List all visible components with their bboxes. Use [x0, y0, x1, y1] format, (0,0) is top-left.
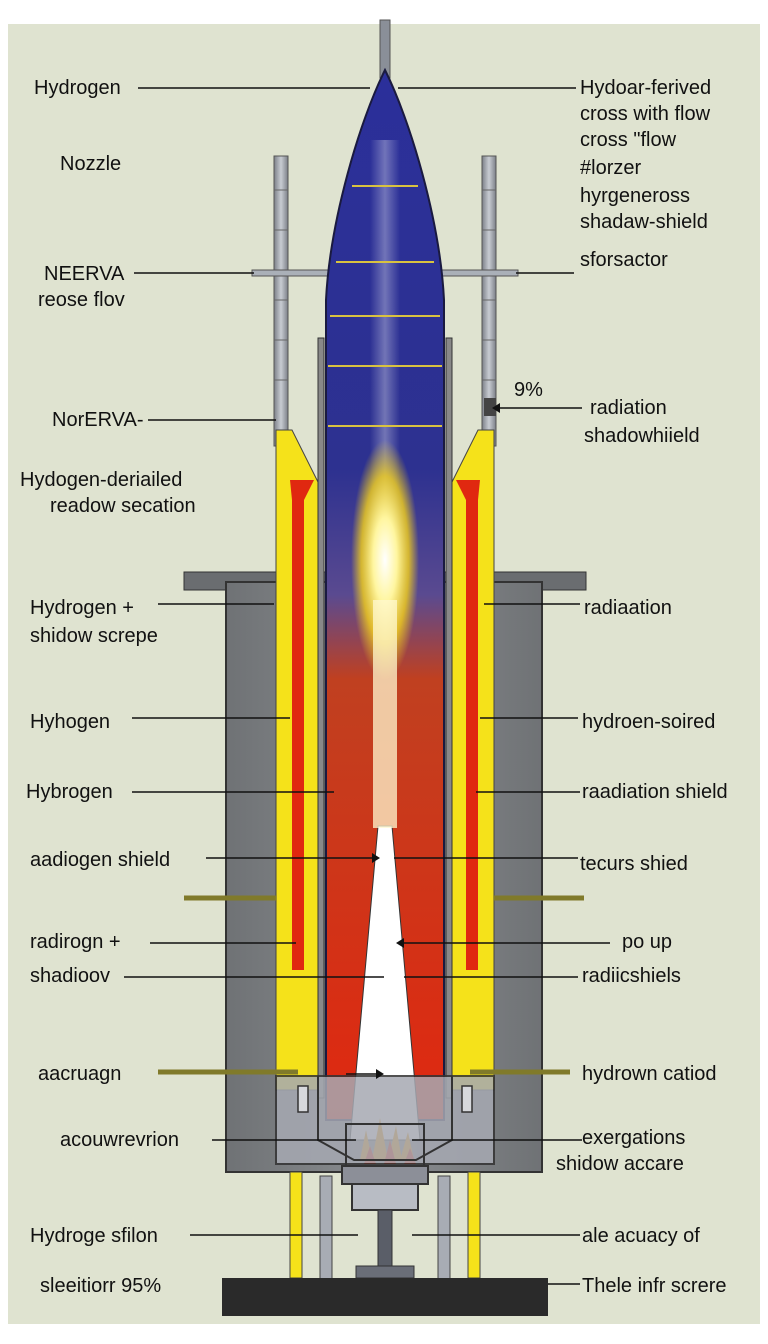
cross-bars [158, 895, 584, 1075]
label-shadowhiield: shadowhiield [584, 425, 700, 447]
arrowheads [372, 403, 500, 1079]
label-thele-infr-screre: Thele infr screre [582, 1275, 727, 1297]
label-aacruagn: aacruagn [38, 1063, 122, 1085]
label-exergations: exergations [582, 1127, 686, 1149]
label-aadiogen-shield: aadiogen shield [30, 849, 171, 871]
leader-lines-right [394, 87, 610, 1285]
label-hydrogen-top: Hydrogen [34, 77, 121, 99]
label-cross-flow: cross "flow [580, 129, 677, 151]
label-hydrown-catiod: hydrown catiod [582, 1063, 717, 1085]
label-cross-with-flow: cross with flow [580, 103, 711, 125]
base-assembly [275, 1075, 495, 1281]
label-shadaw-shield: shadaw-shield [580, 211, 708, 233]
label-tecurs-shied: tecurs shied [580, 853, 688, 875]
leader-lines-left [124, 87, 384, 1236]
label-radiation: radiation [590, 397, 667, 419]
label-sforsactor: sforsactor [580, 249, 668, 271]
label-radiaation: radiaation [584, 597, 672, 619]
label-sleeitiorr: sleeitiorr 95% [40, 1275, 162, 1297]
label-hyrgeneross: hyrgeneross [580, 185, 691, 207]
label-nine-percent: 9% [514, 379, 543, 401]
hydrogen-shield-bands [275, 429, 495, 1091]
label-ale-acuacy: ale acuacy of [582, 1225, 700, 1247]
label-readow-secation: readow secation [50, 495, 196, 517]
label-hydrogen-plus: Hydrogen + [30, 597, 134, 619]
label-neerva: NEERVA [44, 263, 125, 285]
label-hydroen-soired: hydroen-soired [582, 711, 716, 733]
label-hydogen-deriailed: Hydogen-deriailed [20, 469, 183, 491]
label-radirogn: radirogn + [30, 931, 121, 953]
label-norerva: NorERVA- [52, 409, 144, 431]
label-shidow-accare: shidow accare [556, 1153, 684, 1175]
label-hydoar-ferived: Hydoar-ferived [580, 77, 712, 99]
label-lorzer: #lorzer [580, 157, 642, 179]
label-shadioov: shadioov [30, 965, 111, 987]
label-radiicshiels: radiicshiels [582, 965, 681, 987]
ground-slab [222, 1278, 548, 1316]
label-hyhogen: Hyhogen [30, 711, 111, 733]
label-hybrogen: Hybrogen [26, 781, 113, 803]
label-reose-flov: reose flov [38, 289, 125, 311]
label-nozzle: Nozzle [60, 153, 122, 175]
label-hydroge-sfilon: Hydroge sfilon [30, 1225, 158, 1247]
label-po-up: po up [622, 931, 673, 953]
label-acouwrevrion: acouwrevrion [60, 1129, 179, 1151]
label-raadiation-shield: raadiation shield [582, 781, 728, 803]
label-shidow-screre: shidow scrере [30, 625, 158, 647]
